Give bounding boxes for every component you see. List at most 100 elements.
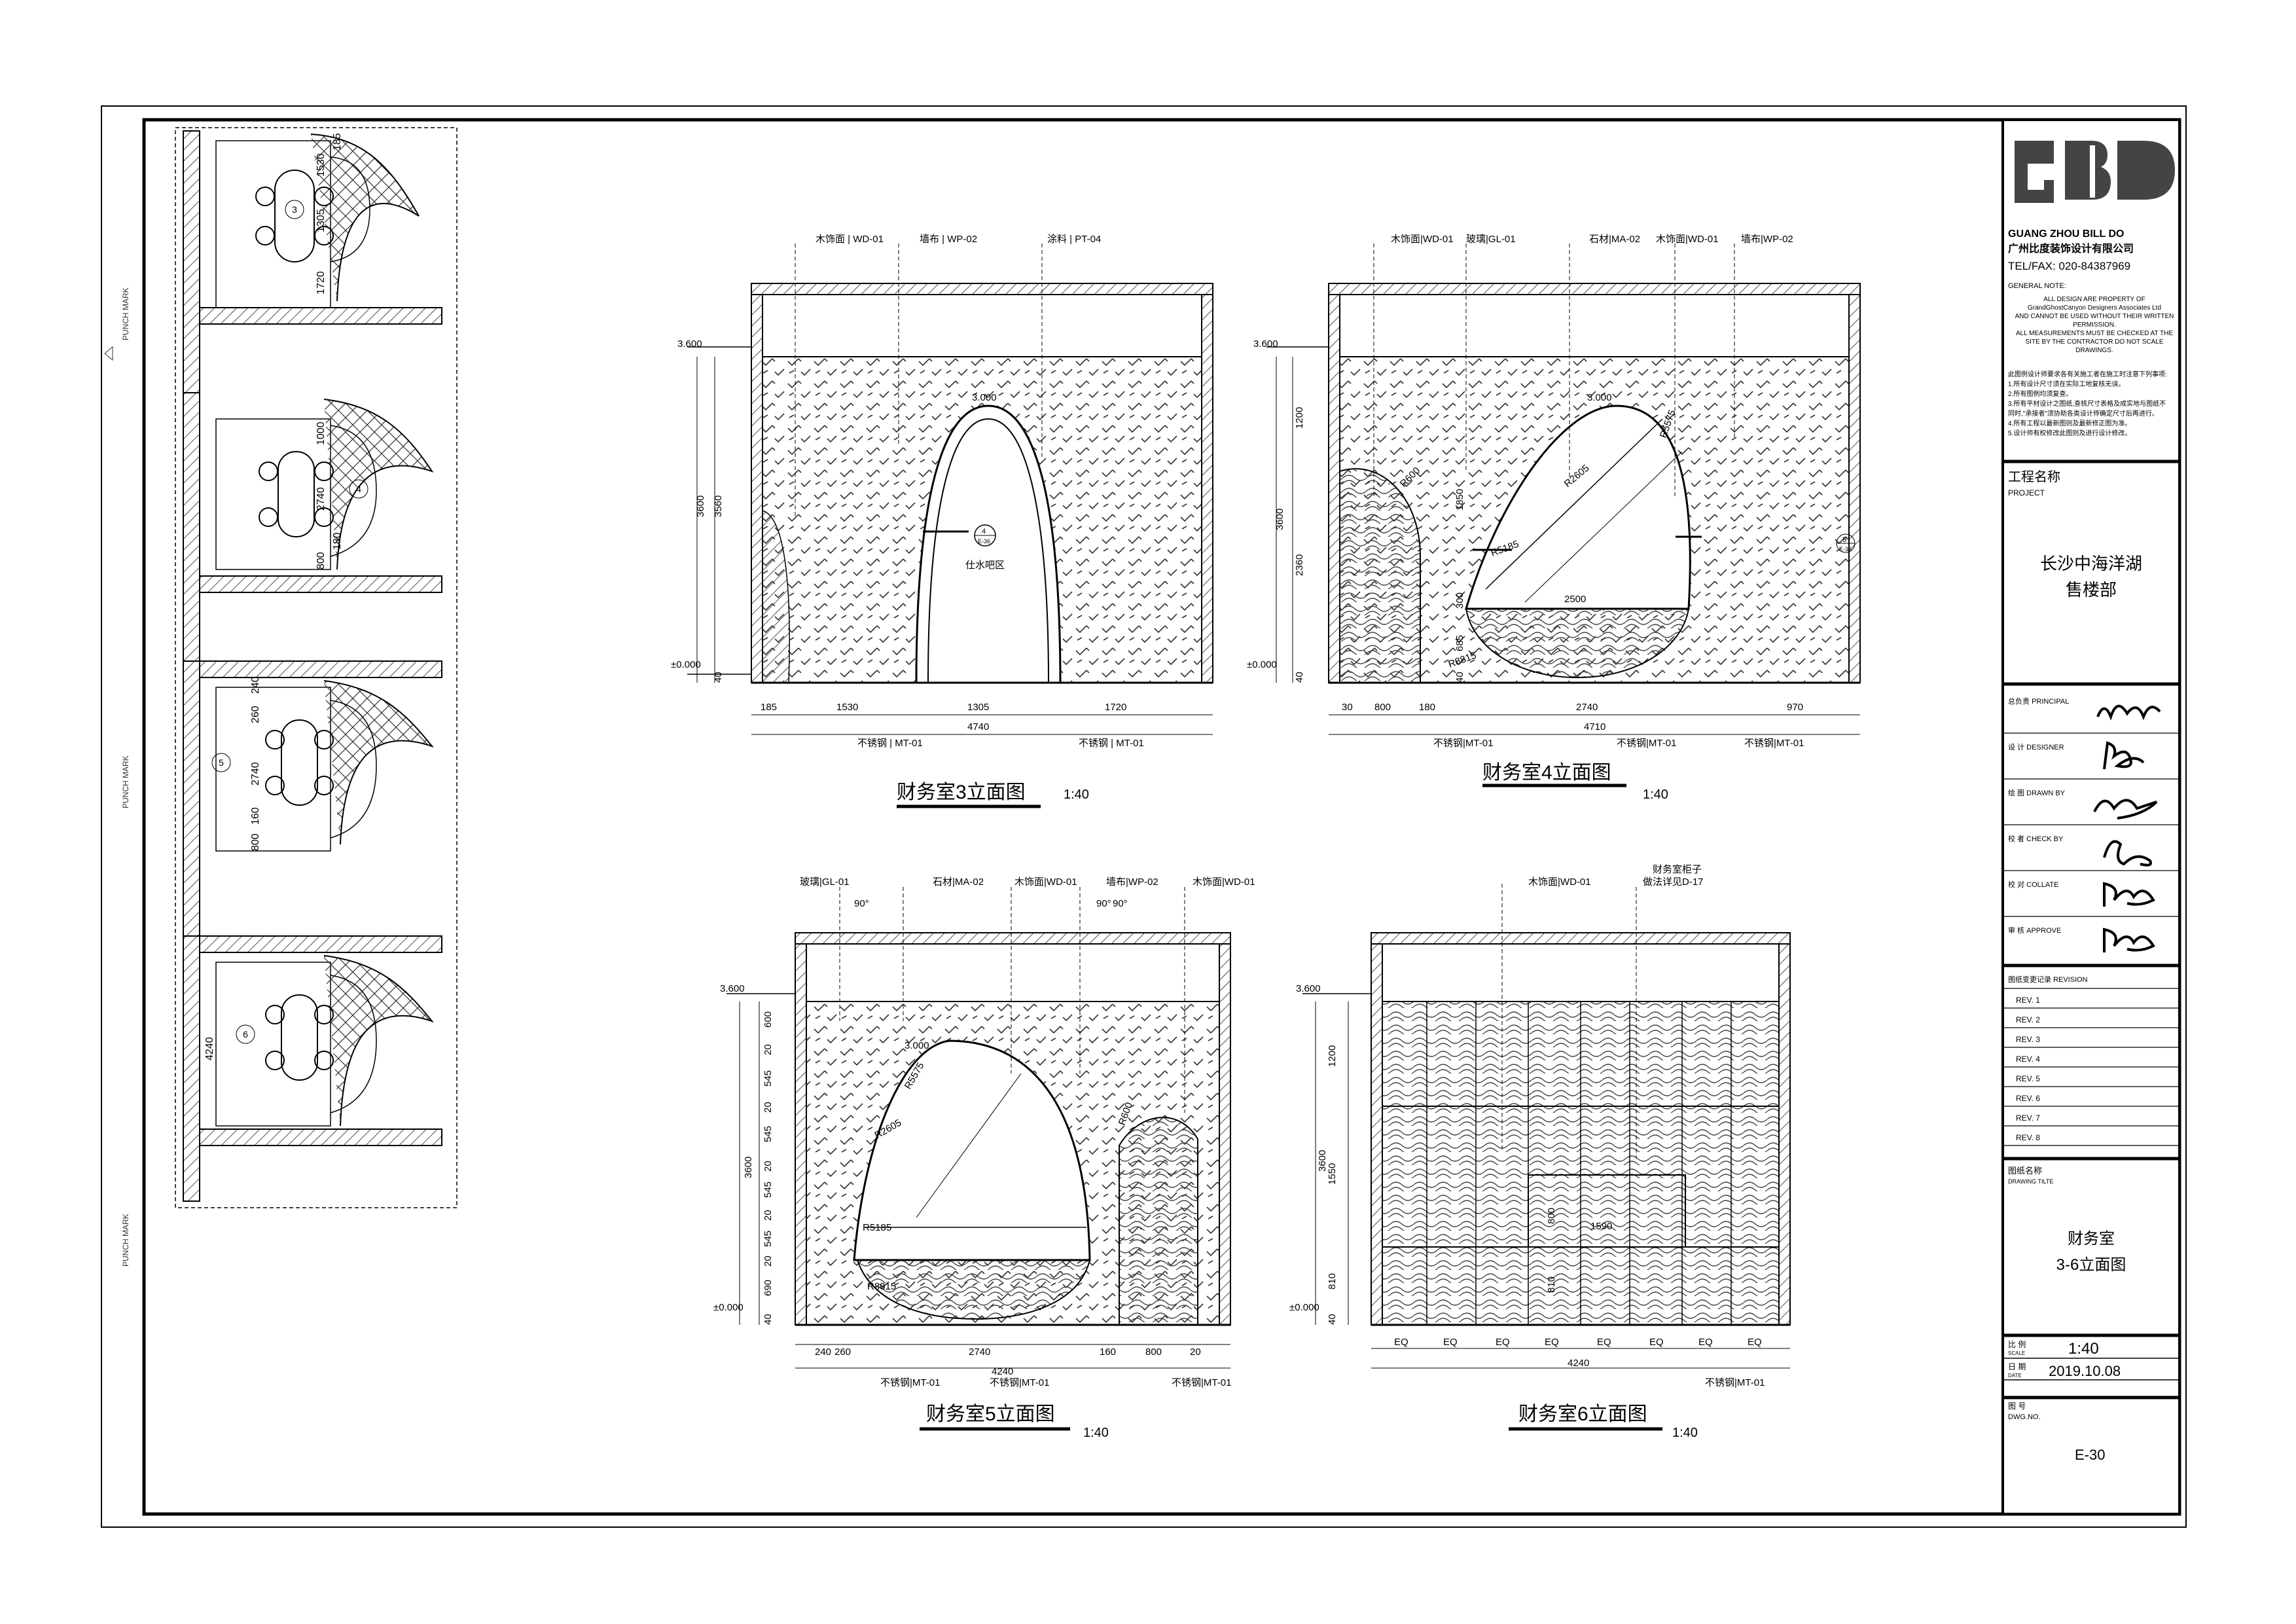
drawing-title-en: DRAWING TILTE <box>2008 1178 2053 1185</box>
e5-bdim-160: 160 <box>1100 1346 1116 1358</box>
plan-dim-160: 160 <box>250 807 261 825</box>
rev-5: REV. 5 <box>2016 1074 2040 1083</box>
e5-dim-545a: 545 <box>762 1070 774 1087</box>
signature-collate <box>2103 882 2155 907</box>
signatures <box>2093 704 2161 952</box>
e3-bdim-1720: 1720 <box>1105 702 1126 713</box>
e6-scale: 1:40 <box>1672 1426 1698 1440</box>
role-rows: 总负责 PRINCIPAL 设 计 DESIGNER 绘 图 DRAWN BY … <box>2008 696 2069 935</box>
scale-value: 1:40 <box>2068 1340 2099 1358</box>
punch-marks: PUNCH MARK PUNCH MARK PUNCH MARK <box>104 287 130 1267</box>
company-cn: 广州比度装饰设计有限公司 <box>2008 242 2134 255</box>
company-en: GUANG ZHOU BILL DO <box>2008 228 2124 240</box>
general-note-label: GENERAL NOTE: <box>2008 282 2066 290</box>
e5-title: 财务室5立面图 <box>926 1403 1055 1425</box>
e6-inner-800: 800 <box>1546 1208 1557 1224</box>
elevation-6-labels: 木饰面|WD-01 财务室柜子 做法详见D-17 3.600 ±0.000 12… <box>1289 864 1765 1440</box>
e5-dim-3600: 3600 <box>743 1157 754 1178</box>
e3-bdim-1305: 1305 <box>967 702 989 713</box>
e5-annot-r8815: R8815 <box>867 1281 896 1292</box>
plan-dim-4240: 4240 <box>204 1037 215 1060</box>
general-note-en: ALL DESIGN ARE PROPERTY OF GrandGhostCan… <box>2015 296 2174 354</box>
e6-eq-dims: EQ EQ EQ EQ EQ EQ EQ EQ <box>1394 1337 1762 1348</box>
e3-annot-bar: 仕水吧区 <box>965 560 1005 571</box>
punch-mark-1: PUNCH MARK <box>121 287 130 340</box>
plan-dim-180: 180 <box>332 532 343 550</box>
revision-label: 图纸变更记录 REVISION <box>2008 975 2088 984</box>
e4-dim-40: 40 <box>1294 672 1305 683</box>
date-cn: 日 期 <box>2008 1362 2026 1371</box>
role-collate: 校 对 COLLATE <box>2008 880 2058 889</box>
e5-bdim-20: 20 <box>1190 1346 1201 1358</box>
rev-7: REV. 7 <box>2016 1113 2040 1123</box>
dwg-cn: 图 号 <box>2008 1401 2026 1411</box>
key-plan-room-5 <box>183 660 442 937</box>
dwg-en: DWG.NO. <box>2008 1413 2041 1421</box>
e4-bdim-970: 970 <box>1787 702 1803 713</box>
e5-dim-690: 690 <box>762 1280 774 1296</box>
e5-annot-90b: 90° <box>1096 898 1111 909</box>
e4-dim-3600: 3600 <box>1274 509 1285 530</box>
e4-title: 财务室4立面图 <box>1482 762 1611 784</box>
drawing-title-cn: 图纸名称 <box>2008 1166 2042 1176</box>
e5-btag-1: 不锈钢|MT-01 <box>880 1377 940 1388</box>
e5-tag-4: 墙布|WP-02 <box>1106 876 1158 888</box>
e5-btag-3: 不锈钢|MT-01 <box>1172 1377 1231 1388</box>
note-en-7: DRAWINGS. <box>2075 347 2113 354</box>
e6-level-top: 3.600 <box>1296 983 1321 994</box>
e3-annot-3000: 3.000 <box>972 392 997 403</box>
e5-tag-5: 木饰面|WD-01 <box>1193 876 1255 888</box>
marker-3: 3 <box>292 204 297 215</box>
e6-eq-6: EQ <box>1649 1337 1664 1348</box>
elevation-4 <box>1266 244 1861 735</box>
note-cn-6: 4.所有工程以最新图则及最新修正图为准。 <box>2008 419 2131 427</box>
note-en-6: SITE BY THE CONTRACTOR DO NOT SCALE <box>2026 338 2164 346</box>
key-plan-room-3 <box>183 130 442 393</box>
e6-dim-810: 810 <box>1327 1273 1338 1290</box>
e5-dim-545b: 545 <box>762 1126 774 1142</box>
e4-annot-3000: 3.000 <box>1587 392 1612 403</box>
rev-6: REV. 6 <box>2016 1094 2040 1103</box>
e4-annot-300: 300 <box>1454 592 1465 609</box>
e5-level-bottom: ±0.000 <box>713 1302 744 1313</box>
e6-title: 财务室6立面图 <box>1518 1403 1647 1425</box>
project-label-cn: 工程名称 <box>2008 469 2060 484</box>
general-note-cn: 此图例设计师要求各有关施工者在施工时注意下列事项: 1.所有设计尺寸须在实际工地… <box>2008 370 2167 437</box>
e3-tag-2: 墙布 | WP-02 <box>920 234 977 245</box>
e3-bdim-1530: 1530 <box>836 702 858 713</box>
signature-approve <box>2103 928 2155 952</box>
elevation-5-labels: 玻璃|GL-01 石材|MA-02 木饰面|WD-01 墙布|WP-02 木饰面… <box>713 876 1255 1440</box>
rev-8: REV. 8 <box>2016 1133 2040 1142</box>
plan-elevation-markers: 3 4 5 6 <box>211 200 368 1044</box>
note-en-1: ALL DESIGN ARE PROPERTY OF <box>2043 296 2145 303</box>
e6-eq-5: EQ <box>1597 1337 1611 1348</box>
elevation-5 <box>726 887 1231 1369</box>
wall-left <box>751 294 763 683</box>
note-en-5: ALL MEASUREMENTS MUST BE CHECKED AT THE <box>2016 330 2173 337</box>
e5-tag-3: 木饰面|WD-01 <box>1014 876 1077 888</box>
e5-dim-20e: 20 <box>762 1255 774 1267</box>
e4-btag-1: 不锈钢|MT-01 <box>1433 738 1493 749</box>
e6-btag-1: 不锈钢|MT-01 <box>1705 1377 1765 1388</box>
e3-callout-num: 4 <box>982 528 986 535</box>
elevation-3-labels: 木饰面 | WD-01 墙布 | WP-02 涂料 | PT-04 3.600 … <box>671 234 1144 808</box>
e4-bdim-2740: 2740 <box>1576 702 1598 713</box>
e5-tag-2: 石材|MA-02 <box>933 876 984 888</box>
signature-drawn <box>2093 799 2158 820</box>
e4-bdim-4710: 4710 <box>1584 721 1605 732</box>
e5-dim-20b: 20 <box>762 1102 774 1113</box>
e3-btag-2: 不锈钢 | MT-01 <box>1079 738 1144 749</box>
signature-principal <box>2096 704 2161 721</box>
signature-check <box>2103 840 2152 867</box>
e4-tag-3: 石材|MA-02 <box>1589 234 1640 245</box>
e6-dim-1550: 1550 <box>1327 1163 1338 1185</box>
e3-dim-3560: 3560 <box>713 496 724 517</box>
e6-inner-1590: 1590 <box>1590 1221 1612 1232</box>
role-principal: 总负责 PRINCIPAL <box>2008 696 2069 706</box>
logo-text: GBD <box>2016 156 2019 158</box>
wall-right <box>1201 294 1213 683</box>
e5-tag-1: 玻璃|GL-01 <box>800 876 850 888</box>
e5-dim-20c: 20 <box>762 1161 774 1172</box>
e4-tag-4: 木饰面|WD-01 <box>1656 234 1719 245</box>
